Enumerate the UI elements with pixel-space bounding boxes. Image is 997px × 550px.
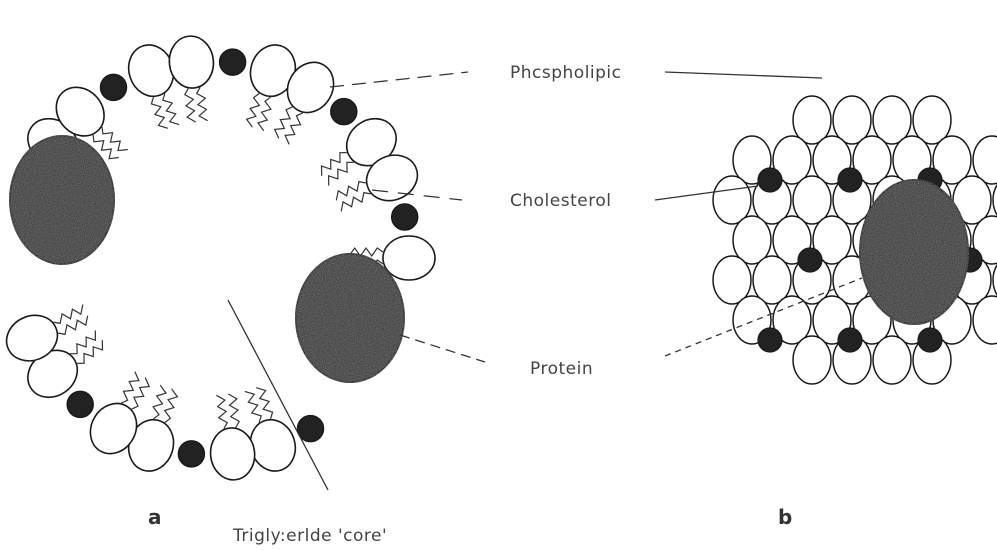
cholesterol-molecule: [758, 328, 782, 352]
fatty-acid-tail: [216, 395, 227, 428]
cholesterol-label: Cholesterol: [510, 191, 611, 211]
fatty-acid-tail: [121, 372, 139, 404]
cholesterol-molecule: [178, 441, 204, 467]
fatty-acid-tail: [132, 378, 150, 410]
protein-molecule: [296, 254, 404, 382]
panel-a-label: a: [148, 505, 162, 529]
protein-molecule: [10, 136, 114, 264]
lipoprotein-surface-view: [713, 96, 997, 384]
fatty-acid-tail: [70, 330, 95, 353]
fatty-acid-tail: [329, 162, 354, 185]
cholesterol-molecule: [758, 168, 782, 192]
cholesterol-molecule: [331, 99, 357, 125]
phospholipid-head: [383, 236, 435, 280]
fatty-acid-tail: [197, 87, 208, 120]
cholesterol-molecule: [392, 204, 418, 230]
leader-line: [400, 335, 485, 362]
protein-label: Protein: [530, 359, 593, 379]
fatty-acid-tail: [153, 385, 166, 419]
leader-line: [330, 72, 468, 87]
cholesterol-molecule: [918, 328, 942, 352]
phospholipid-head: [208, 426, 257, 482]
leader-line: [665, 72, 822, 78]
fatty-acid-tail: [285, 113, 303, 144]
protein-molecule: [860, 180, 968, 324]
triglyceride-core-label: Trigly:erlde 'core': [232, 526, 387, 546]
fatty-acid-tail: [163, 94, 179, 125]
cholesterol-molecule: [101, 74, 127, 100]
cholesterol-molecule: [838, 328, 862, 352]
phospholipid-head: [793, 336, 831, 384]
fatty-acid-tail: [165, 389, 178, 423]
phospholipid-label: Phcspholipic: [510, 63, 622, 83]
cholesterol-molecule: [798, 248, 822, 272]
fatty-acid-tail: [151, 97, 167, 128]
fatty-acid-tail: [275, 107, 293, 138]
fatty-acid-tail: [258, 97, 271, 131]
cholesterol-molecule: [838, 168, 862, 192]
fatty-acid-tail: [77, 340, 102, 363]
cholesterol-molecule: [298, 416, 324, 442]
fatty-acid-tail: [245, 391, 261, 422]
fatty-acid-tail: [58, 316, 87, 335]
lipoprotein-cross-section: [0, 34, 435, 482]
fatty-acid-tail: [228, 394, 239, 427]
fatty-acid-tail: [185, 89, 196, 122]
fatty-acid-tail: [247, 94, 260, 128]
fatty-acid-tail: [102, 127, 128, 151]
cholesterol-molecule: [67, 391, 93, 417]
phospholipid-head: [167, 34, 216, 90]
fatty-acid-tail: [322, 153, 347, 176]
fatty-acid-tail: [336, 182, 366, 201]
cholesterol-molecule: [220, 49, 246, 75]
fatty-acid-tail: [256, 388, 272, 419]
phospholipid-head: [873, 336, 911, 384]
panel-b-label: b: [778, 505, 792, 529]
